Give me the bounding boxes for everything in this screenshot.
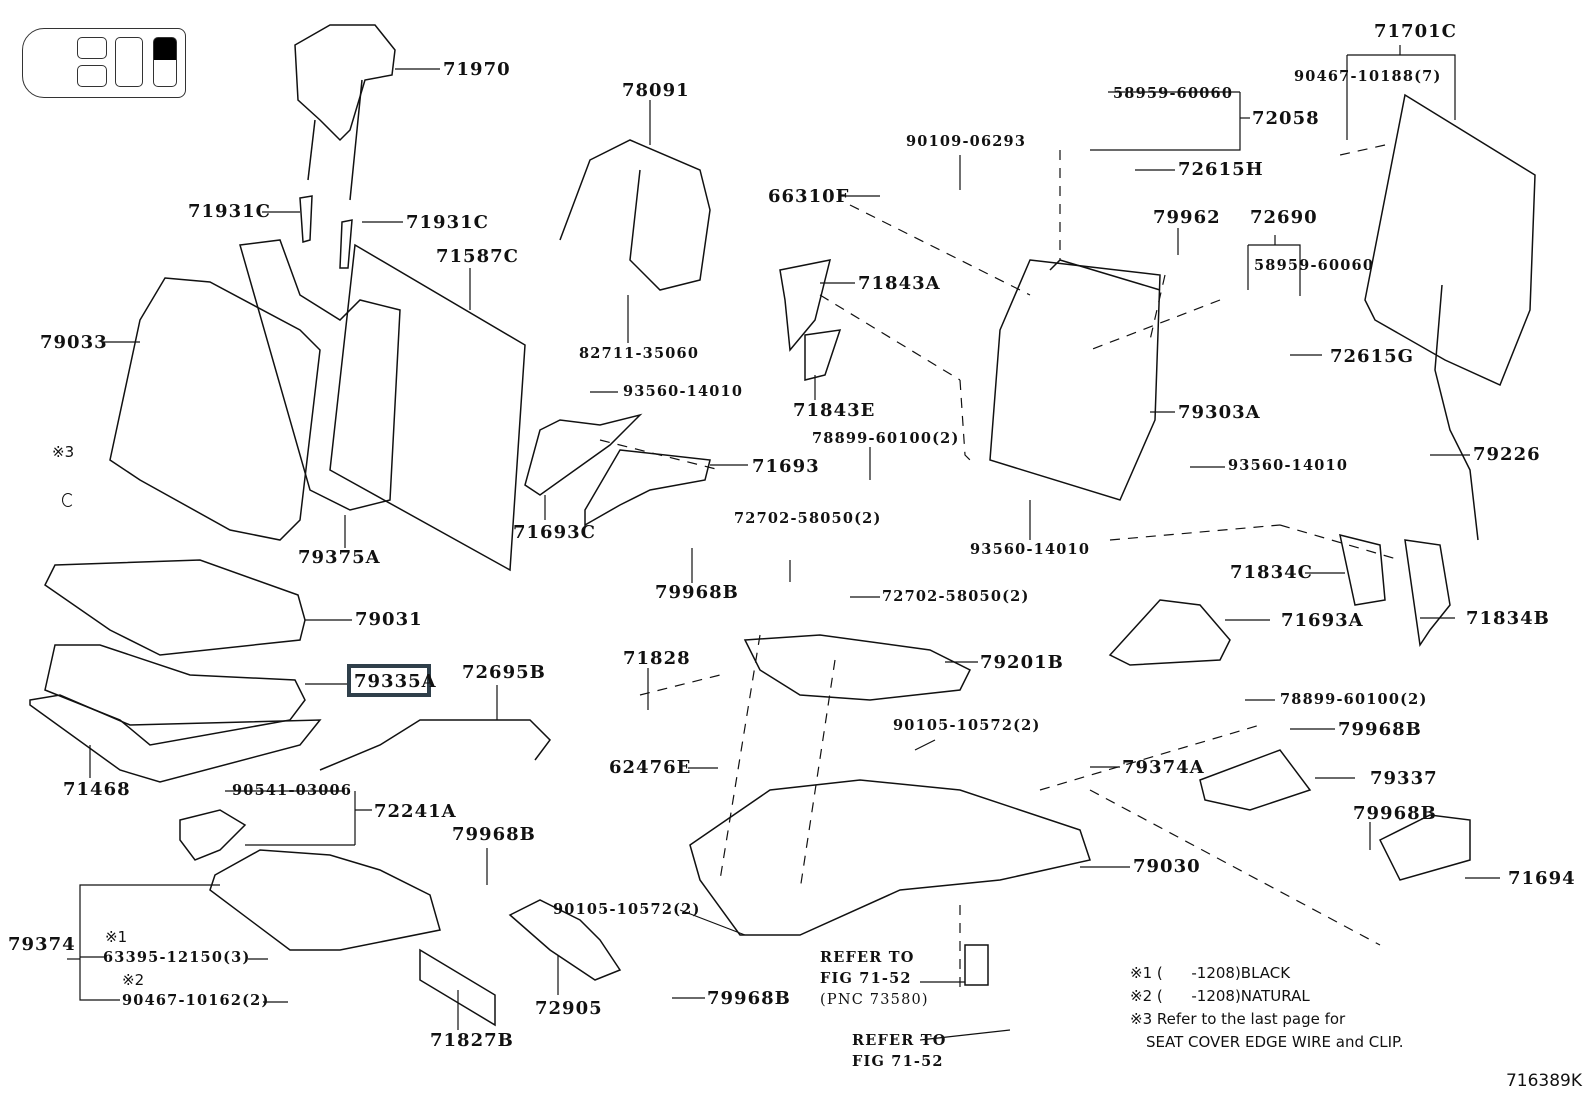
part-label-71828[interactable]: 71828 [623,648,691,669]
seat-cushion-drawing [44,559,306,656]
part-label-79303a[interactable]: 79303A [1178,402,1261,423]
refer-fig-label-1a[interactable]: REFER TO [820,949,915,966]
part-label-71701c[interactable]: 71701C [1374,21,1457,42]
part-label-72241a[interactable]: 72241A [374,801,457,822]
part-label-79033[interactable]: 79033 [40,332,108,353]
legend-row-4: SEAT COVER EDGE WIRE and CLIP. [1130,1031,1404,1054]
part-label-93560-14010-b[interactable]: 93560-14010 [970,541,1091,558]
part-label-90105-10572-b[interactable]: 90105-10572(2) [893,717,1041,734]
rear-board-drawing [1364,93,1536,387]
part-label-72690[interactable]: 72690 [1250,207,1318,228]
legend-row-3: ※3 Refer to the last page for [1130,1008,1404,1031]
note-marker-2: ※2 [122,971,145,989]
part-label-79335a-selected[interactable]: 79335A [354,671,437,692]
part-label-79968b-e[interactable]: 79968B [1353,803,1437,824]
legend-text: Refer to the last page for [1156,1010,1346,1028]
part-label-78899-60100-a[interactable]: 78899-60100(2) [812,430,960,447]
part-label-72702-58050-a[interactable]: 72702-58050(2) [734,510,882,527]
seat-rail-frame-drawing [689,779,1091,936]
headrest-drawing [294,24,396,142]
part-label-78899-60100-b[interactable]: 78899-60100(2) [1280,691,1428,708]
part-label-71834b[interactable]: 71834B [1466,608,1550,629]
part-label-71693[interactable]: 71693 [752,456,820,477]
cushion-pad-drawing [44,644,306,746]
part-label-79374a[interactable]: 79374A [1122,757,1205,778]
refer-fig-label-1c[interactable]: (PNC 73580) [820,992,929,1008]
part-label-79968b-c[interactable]: 79968B [707,988,791,1009]
part-label-82711-35060[interactable]: 82711-35060 [579,345,700,362]
part-label-93560-14010-a[interactable]: 93560-14010 [623,383,744,400]
part-label-90109-06293[interactable]: 90109-06293 [906,133,1027,150]
part-label-79226[interactable]: 79226 [1473,444,1541,465]
part-label-79375a[interactable]: 79375A [298,547,381,568]
part-label-58959-60060-a[interactable]: 58959-60060 [1113,85,1234,102]
part-label-79968b-b[interactable]: 79968B [452,824,536,845]
part-label-79968b-d[interactable]: 79968B [1338,719,1422,740]
locator-seat-2 [115,37,143,87]
seatback-frame-drawing [989,259,1161,501]
part-label-71931c-right[interactable]: 71931C [406,212,489,233]
part-label-72702-58050-b[interactable]: 72702-58050(2) [882,588,1030,605]
part-label-71694[interactable]: 71694 [1508,868,1576,889]
part-label-79337[interactable]: 79337 [1370,768,1438,789]
part-label-71693a[interactable]: 71693A [1281,610,1364,631]
part-label-79201b[interactable]: 79201B [980,652,1064,673]
part-label-63395-12150[interactable]: 63395-12150(3) [103,949,251,966]
footnote-legend: ※1 ( -1208)BLACK ※2 ( -1208)NATURAL ※3 R… [1130,962,1404,1054]
part-label-71931c-left[interactable]: 71931C [188,201,271,222]
part-label-90467-10188[interactable]: 90467-10188(7) [1294,68,1442,85]
seatback-board-drawing [329,243,526,572]
part-label-71827b[interactable]: 71827B [430,1030,514,1051]
part-label-90541-03006[interactable]: 90541-03006 [232,782,353,799]
part-label-71693c[interactable]: 71693C [513,522,596,543]
part-label-90105-10572-a[interactable]: 90105-10572(2) [553,901,701,918]
legend-text: SEAT COVER EDGE WIRE and CLIP. [1146,1033,1404,1051]
legend-text: ( -1208)NATURAL [1156,987,1310,1005]
legend-mark: ※2 [1130,987,1153,1005]
locator-seat-3-selected [153,37,177,87]
part-label-79030[interactable]: 79030 [1133,856,1201,877]
part-label-72058[interactable]: 72058 [1252,108,1320,129]
part-label-62476e[interactable]: 62476E [609,757,692,778]
legend-mark: ※1 [1130,964,1153,982]
part-label-90467-10162[interactable]: 90467-10162(2) [122,992,270,1009]
part-label-72615g[interactable]: 72615G [1330,346,1414,367]
part-label-71970[interactable]: 71970 [443,59,511,80]
part-label-93560-14010-c[interactable]: 93560-14010 [1228,457,1349,474]
part-label-71587c[interactable]: 71587C [436,246,519,267]
legend-row-1: ※1 ( -1208)BLACK [1130,962,1404,985]
part-label-71843a[interactable]: 71843A [858,273,941,294]
part-label-72615h[interactable]: 72615H [1178,159,1264,180]
part-label-79031[interactable]: 79031 [355,609,423,630]
legend-mark: ※3 [1130,1010,1153,1028]
part-label-58959-60060-b[interactable]: 58959-60060 [1254,257,1375,274]
part-label-79968b-a[interactable]: 79968B [655,582,739,603]
note-marker-3: ※3 [52,443,75,461]
locator-seat-1b [77,65,107,87]
figure-code: 716389K [1505,1071,1582,1091]
note-marker-1: ※1 [105,928,128,946]
refer-fig-label-2b[interactable]: FIG 71-52 [852,1053,944,1070]
part-label-72695b[interactable]: 72695B [462,662,546,683]
seatback-cover-drawing [109,277,321,541]
seat-row-locator-icon [22,28,186,98]
part-label-72905[interactable]: 72905 [535,998,603,1019]
refer-fig-label-1b[interactable]: FIG 71-52 [820,970,912,987]
part-label-66310f[interactable]: 66310F [768,186,850,207]
legend-row-2: ※2 ( -1208)NATURAL [1130,985,1404,1008]
locator-seat-1a [77,37,107,59]
refer-fig-label-2a[interactable]: REFER TO [852,1032,947,1049]
edge-clip-icon [62,493,74,507]
part-label-71468[interactable]: 71468 [63,779,131,800]
part-label-78091[interactable]: 78091 [622,80,690,101]
cushion-frame-drawing [743,634,972,701]
part-label-71834c[interactable]: 71834C [1230,562,1313,583]
part-label-79374[interactable]: 79374 [8,934,76,955]
part-label-71843e[interactable]: 71843E [793,400,876,421]
lower-cover-drawing [209,849,441,951]
part-label-79962[interactable]: 79962 [1153,207,1221,228]
selected-part-highlight [347,664,431,697]
legend-text: ( -1208)BLACK [1156,964,1291,982]
